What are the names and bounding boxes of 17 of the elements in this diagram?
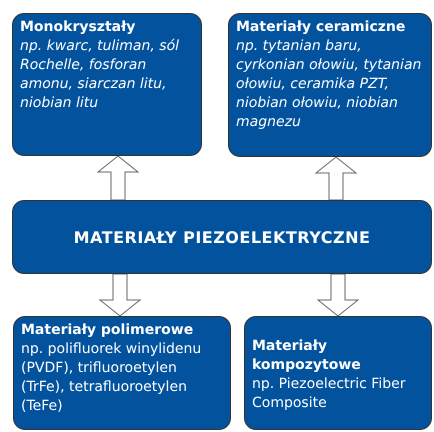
block-arrow xyxy=(96,155,140,200)
block-arrow xyxy=(316,274,360,317)
box-text: np. polifluorek winylidenu (PVDF), trifluoroetylen (TrFe), tetrafluoroetylen (TeFe) xyxy=(21,340,202,416)
block-arrow xyxy=(314,156,358,200)
box-text: np. kwarc, tuliman, sól Rochelle, fosforan amonu, siarczan litu, niobian litu xyxy=(20,37,180,113)
main-box xyxy=(12,200,432,274)
block-arrow xyxy=(98,274,142,317)
category-box xyxy=(13,316,231,430)
box-heading: MATERIAŁY PIEZOELEKTRYCZNE xyxy=(74,228,370,246)
box-heading: Materiały polimerowe xyxy=(21,321,194,340)
box-heading: Monokryształy xyxy=(20,18,136,37)
category-box xyxy=(12,13,202,156)
box-heading: Materiały ceramiczne xyxy=(236,18,406,37)
box-text: np. tytanian baru, cyrkonian ołowiu, tytanian ołowiu, ceramika PZT, niobian ołowiu, niobian magnezu xyxy=(236,37,422,132)
category-box xyxy=(228,13,432,157)
category-box xyxy=(244,316,432,430)
box-text: np. Piezoelectric Fiber Composite xyxy=(252,375,406,413)
